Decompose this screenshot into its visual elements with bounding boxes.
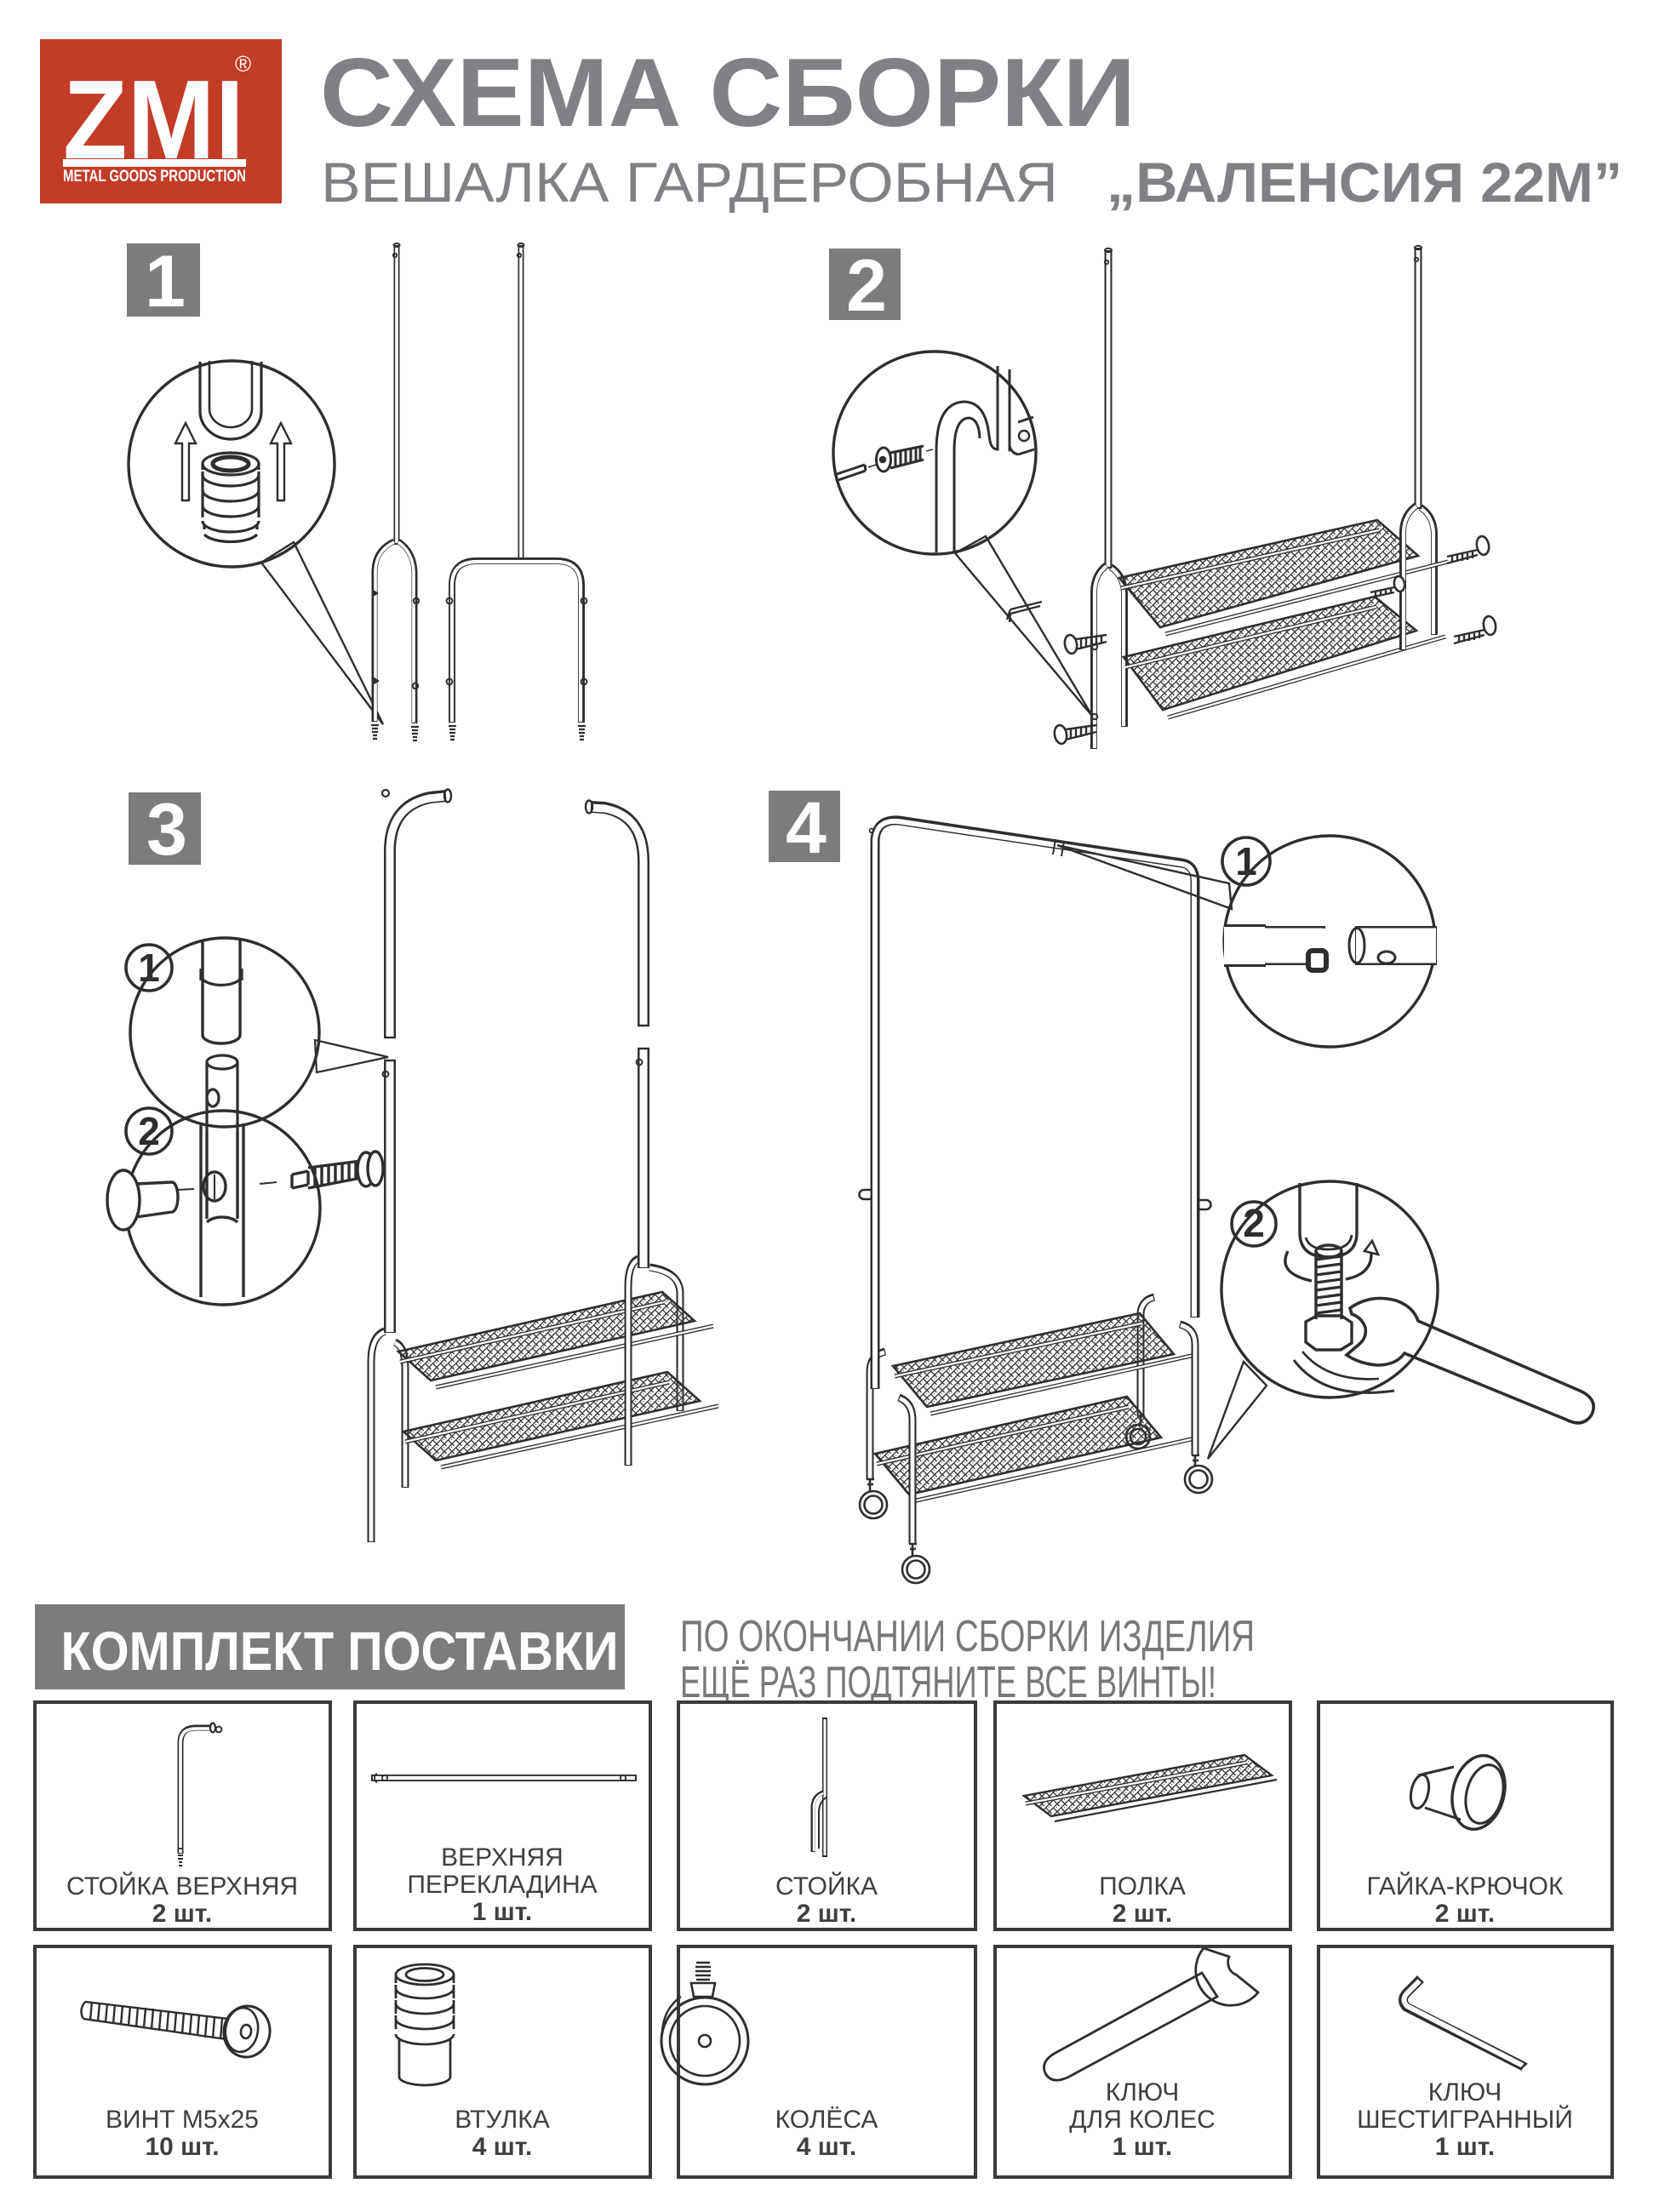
svg-text:ПО ОКОНЧАНИИ СБОРКИ ИЗДЕЛИЯ: ПО ОКОНЧАНИИ СБОРКИ ИЗДЕЛИЯ [680,1612,1255,1661]
svg-text:КОЛЁСА: КОЛЁСА [775,2106,878,2134]
svg-text:2 шт.: 2 шт. [152,1900,212,1928]
svg-text:10 шт.: 10 шт. [145,2133,219,2161]
svg-text:®: ® [235,51,251,77]
svg-text:„ВАЛЕНСИЯ 22М”: „ВАЛЕНСИЯ 22М” [1107,151,1622,214]
svg-text:ШЕСТИГРАННЫЙ: ШЕСТИГРАННЫЙ [1357,2105,1573,2134]
svg-text:1: 1 [138,946,160,990]
svg-text:1 шт.: 1 шт. [1113,2133,1172,2161]
svg-text:4 шт.: 4 шт. [472,2133,532,2161]
svg-text:КОМПЛЕКТ ПОСТАВКИ: КОМПЛЕКТ ПОСТАВКИ [61,1620,619,1682]
svg-text:1: 1 [1235,839,1257,883]
svg-text:КЛЮЧ: КЛЮЧ [1428,2078,1502,2106]
svg-text:СХЕМА СБОРКИ: СХЕМА СБОРКИ [320,39,1136,147]
svg-text:1 шт.: 1 шт. [1435,2133,1495,2161]
svg-text:СТОЙКА ВЕРХНЯЯ: СТОЙКА ВЕРХНЯЯ [66,1872,298,1900]
svg-text:2: 2 [1243,1201,1265,1245]
svg-text:ДЛЯ КОЛЕС: ДЛЯ КОЛЕС [1069,2106,1216,2134]
svg-text:ВТУЛКА: ВТУЛКА [455,2106,550,2134]
svg-text:2: 2 [846,245,887,327]
svg-text:3: 3 [146,789,187,871]
svg-text:СТОЙКА: СТОЙКА [775,1872,878,1900]
svg-text:2 шт.: 2 шт. [1113,1900,1172,1928]
svg-text:ПОЛКА: ПОЛКА [1099,1872,1186,1900]
svg-text:4 шт.: 4 шт. [797,2133,856,2161]
svg-text:ПЕРЕКЛАДИНА: ПЕРЕКЛАДИНА [407,1871,597,1899]
svg-text:4: 4 [786,787,827,869]
svg-text:1 шт.: 1 шт. [472,1898,532,1926]
svg-text:ВЕРХНЯЯ: ВЕРХНЯЯ [441,1843,563,1872]
svg-text:ВЕШАЛКА ГАРДЕРОБНАЯ: ВЕШАЛКА ГАРДЕРОБНАЯ [321,151,1058,214]
svg-text:2 шт.: 2 шт. [797,1900,856,1928]
svg-text:METAL GOODS PRODUCTION: METAL GOODS PRODUCTION [63,168,246,186]
svg-text:ВИНТ М5х25: ВИНТ М5х25 [106,2106,259,2134]
svg-text:КЛЮЧ: КЛЮЧ [1106,2078,1179,2106]
svg-text:2: 2 [138,1109,160,1153]
svg-text:ЕЩЁ РАЗ ПОДТЯНИТЕ ВСЕ ВИНТЫ!: ЕЩЁ РАЗ ПОДТЯНИТЕ ВСЕ ВИНТЫ! [680,1658,1216,1707]
svg-text:1: 1 [145,241,186,323]
svg-text:ГАЙКА-КРЮЧОК: ГАЙКА-КРЮЧОК [1367,1872,1564,1900]
svg-text:2 шт.: 2 шт. [1435,1900,1495,1928]
